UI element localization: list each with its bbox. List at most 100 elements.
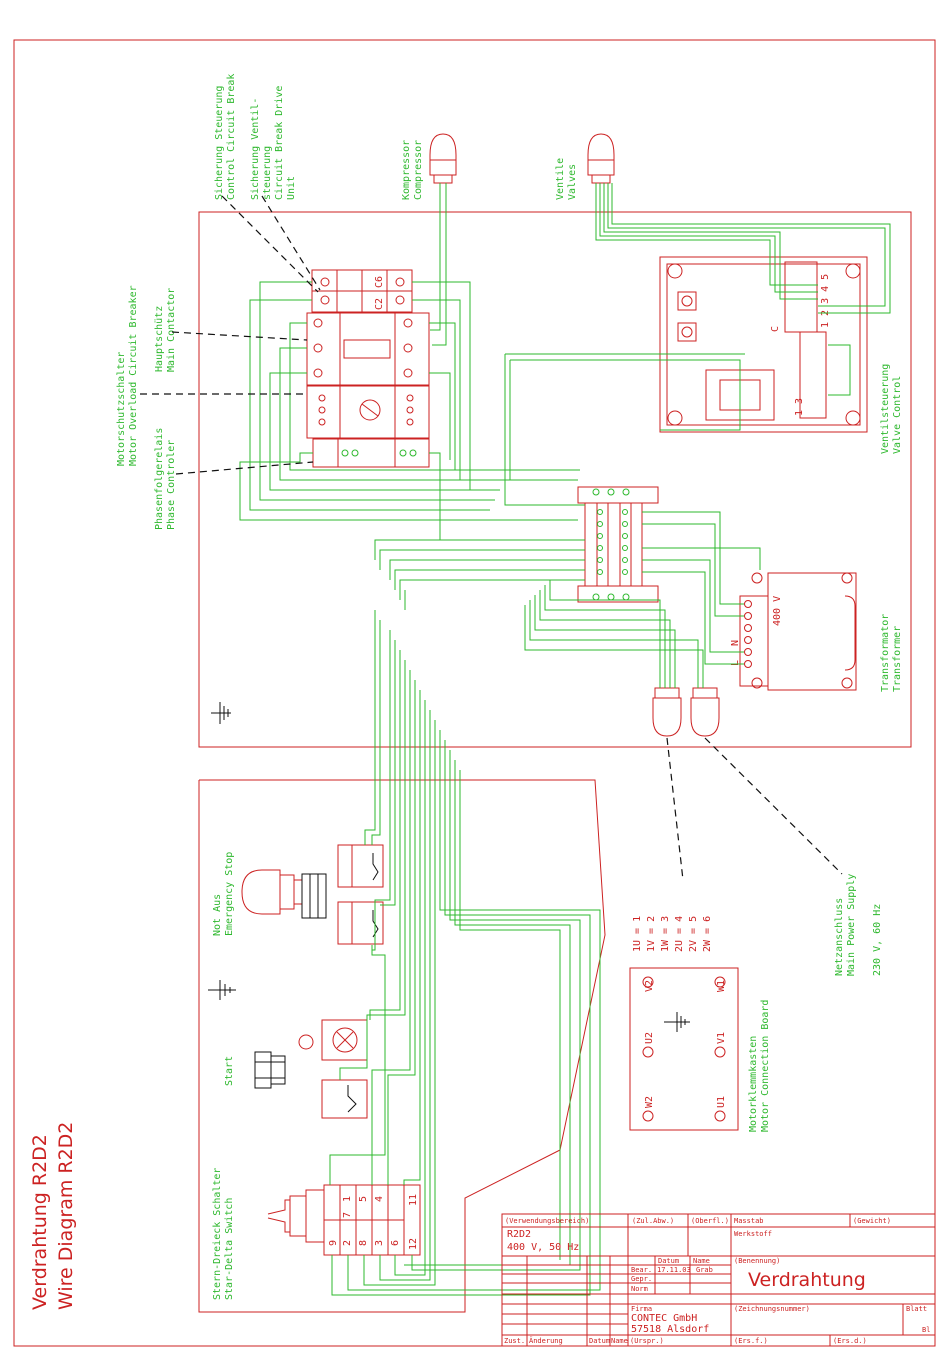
valve-ctrl-pin-c: C (770, 326, 781, 332)
emergency-stop-icon (241, 869, 303, 915)
fuse-block (311, 269, 413, 313)
transformer-terminal-l: L (730, 660, 741, 666)
svg-text:(Verwendungsbereich): (Verwendungsbereich) (505, 1217, 589, 1225)
svg-text:V2: V2 (644, 980, 655, 992)
svg-text:Compressor: Compressor (413, 140, 424, 200)
label-motor-board: Motorklemmkasten Motor Connection Board (748, 1000, 771, 1132)
label-valves: Ventile Valves (555, 158, 578, 200)
svg-text:Werkstoff: Werkstoff (734, 1230, 772, 1238)
svg-text:4: 4 (374, 1196, 385, 1202)
svg-text:Motor Connection Board: Motor Connection Board (760, 1000, 771, 1132)
control-panel (198, 779, 606, 1313)
svg-text:11: 11 (408, 1194, 419, 1206)
svg-text:1: 1 (342, 1196, 353, 1202)
transformer-block (739, 572, 857, 691)
title-block-usage-2: 400 V, 50 Hz (507, 1242, 579, 1253)
title-block-firma-1: CONTEC GmbH (631, 1313, 697, 1324)
svg-text:Motorschutzschalter: Motorschutzschalter (116, 352, 127, 466)
svg-text:(Urspr.): (Urspr.) (630, 1337, 664, 1345)
terminal-strip-screws (592, 488, 630, 601)
title-block: (Verwendungsbereich) (Zul.Abw.) (Oberfl.… (504, 1217, 930, 1345)
svg-text:(Benennung): (Benennung) (734, 1257, 780, 1265)
label-star-delta: Stern-Dreieck Schalter Star-Delta Switch (212, 1168, 235, 1300)
motor-breaker-block (306, 385, 430, 439)
svg-text:Netzanschluss: Netzanschluss (834, 898, 845, 976)
svg-text:3: 3 (374, 1240, 385, 1246)
svg-text:Name: Name (611, 1337, 628, 1345)
svg-text:Unit: Unit (286, 176, 297, 200)
motor-terminal-labels: W2 U2 V2 U1 V1 W1 (644, 980, 727, 1108)
cabinet-wiring (239, 183, 891, 688)
svg-text:17.11.03: 17.11.03 (657, 1266, 691, 1274)
svg-text:Not Aus: Not Aus (212, 894, 223, 936)
svg-text:Sicherung Ventil-: Sicherung Ventil- (250, 98, 261, 200)
svg-text:1U = 1: 1U = 1 (632, 916, 643, 952)
svg-text:Firma: Firma (631, 1305, 652, 1313)
label-emergency-stop: Not Aus Emergency Stop (212, 852, 235, 936)
svg-text:Motorklemmkasten: Motorklemmkasten (748, 1036, 759, 1132)
svg-text:2W = 6: 2W = 6 (702, 916, 713, 952)
svg-text:7: 7 (342, 1212, 353, 1218)
label-main-power: Netzanschluss Main Power Supply 230 V, 6… (834, 874, 883, 976)
svg-text:Bl: Bl (922, 1326, 930, 1334)
svg-text:Phasenfolgerelais: Phasenfolgerelais (154, 428, 165, 530)
svg-text:Phase Controler: Phase Controler (166, 440, 177, 530)
svg-text:Main Contactor: Main Contactor (166, 288, 177, 372)
page-title-en: Wire Diagram R2D2 (55, 1122, 77, 1310)
svg-text:Stern-Dreieck Schalter: Stern-Dreieck Schalter (212, 1168, 223, 1300)
title-block-benennung: Verdrahtung (748, 1269, 866, 1291)
fuse-label-c2: C2 (374, 298, 385, 310)
svg-text:Motor Overload Circuit Breaker: Motor Overload Circuit Breaker (128, 285, 139, 466)
svg-text:(Gewicht): (Gewicht) (853, 1217, 891, 1225)
start-contact (321, 1079, 368, 1119)
svg-text:Star-Delta Switch: Star-Delta Switch (224, 1198, 235, 1300)
svg-text:Ventilsteuerung: Ventilsteuerung (880, 364, 891, 454)
label-valve-circuit: Sicherung Ventil- steuerung Circuit Brea… (250, 86, 297, 200)
svg-text:2U = 4: 2U = 4 (674, 916, 685, 952)
star-delta-numbers: 1 7 5 4 11 9 2 8 3 6 12 (328, 1194, 419, 1250)
svg-text:Transformator: Transformator (880, 614, 891, 692)
cable-gland-power-icon (690, 687, 720, 737)
svg-text:12: 12 (408, 1238, 419, 1250)
svg-text:5: 5 (358, 1196, 369, 1202)
svg-text:1V = 2: 1V = 2 (646, 916, 657, 952)
emergency-stop-contacts (337, 844, 384, 945)
svg-text:V1: V1 (716, 1032, 727, 1044)
svg-text:Gepr.: Gepr. (631, 1275, 652, 1283)
star-delta-knob-icon (267, 1189, 325, 1243)
svg-text:230 V, 60 Hz: 230 V, 60 Hz (872, 904, 883, 976)
svg-text:U2: U2 (644, 1032, 655, 1044)
cable-gland-motor-icon (652, 687, 682, 737)
svg-text:Circuit Break Drive: Circuit Break Drive (274, 86, 285, 200)
label-wire-map: 1U = 1 1V = 2 1W = 3 2U = 4 2V = 5 2W = … (632, 916, 713, 952)
valve-ctrl-pins-top: 1 2 3 4 5 (820, 274, 831, 328)
svg-text:(Zeichnungsnummer): (Zeichnungsnummer) (734, 1305, 810, 1313)
panel-wiring (329, 610, 601, 1296)
label-compressor: Kompressor Compressor (401, 140, 424, 200)
label-circuit-break: Sicherung Steuerung Control Circuit Brea… (214, 74, 237, 200)
svg-text:6: 6 (390, 1240, 401, 1246)
svg-text:Datum: Datum (658, 1257, 679, 1265)
svg-text:U1: U1 (716, 1096, 727, 1108)
label-main-contactor: Hauptschütz Main Contactor (154, 288, 177, 372)
ground-icon (211, 702, 231, 724)
label-motor-breaker: Motorschutzschalter Motor Overload Circu… (116, 285, 139, 466)
transformer-voltage: 400 V (772, 596, 783, 626)
svg-text:Ventile: Ventile (555, 158, 566, 200)
title-block-firma-2: 57518 Alsdorf (631, 1324, 709, 1335)
start-contact-symbol (347, 1085, 357, 1113)
svg-text:Bear.: Bear. (631, 1266, 652, 1274)
page-title: Verdrahtung R2D2 Wire Diagram R2D2 (29, 1122, 77, 1310)
svg-text:Main Power Supply: Main Power Supply (846, 874, 857, 976)
svg-text:Grab: Grab (696, 1266, 713, 1274)
svg-text:9: 9 (328, 1240, 339, 1246)
svg-text:8: 8 (358, 1240, 369, 1246)
svg-text:(Ers.f.): (Ers.f.) (734, 1337, 768, 1345)
svg-text:Valves: Valves (567, 164, 578, 200)
svg-text:2: 2 (342, 1240, 353, 1246)
svg-text:Name: Name (693, 1257, 710, 1265)
svg-text:Masstab: Masstab (734, 1217, 764, 1225)
phase-controller-terminals (341, 449, 417, 457)
svg-text:Zust.: Zust. (504, 1337, 525, 1345)
